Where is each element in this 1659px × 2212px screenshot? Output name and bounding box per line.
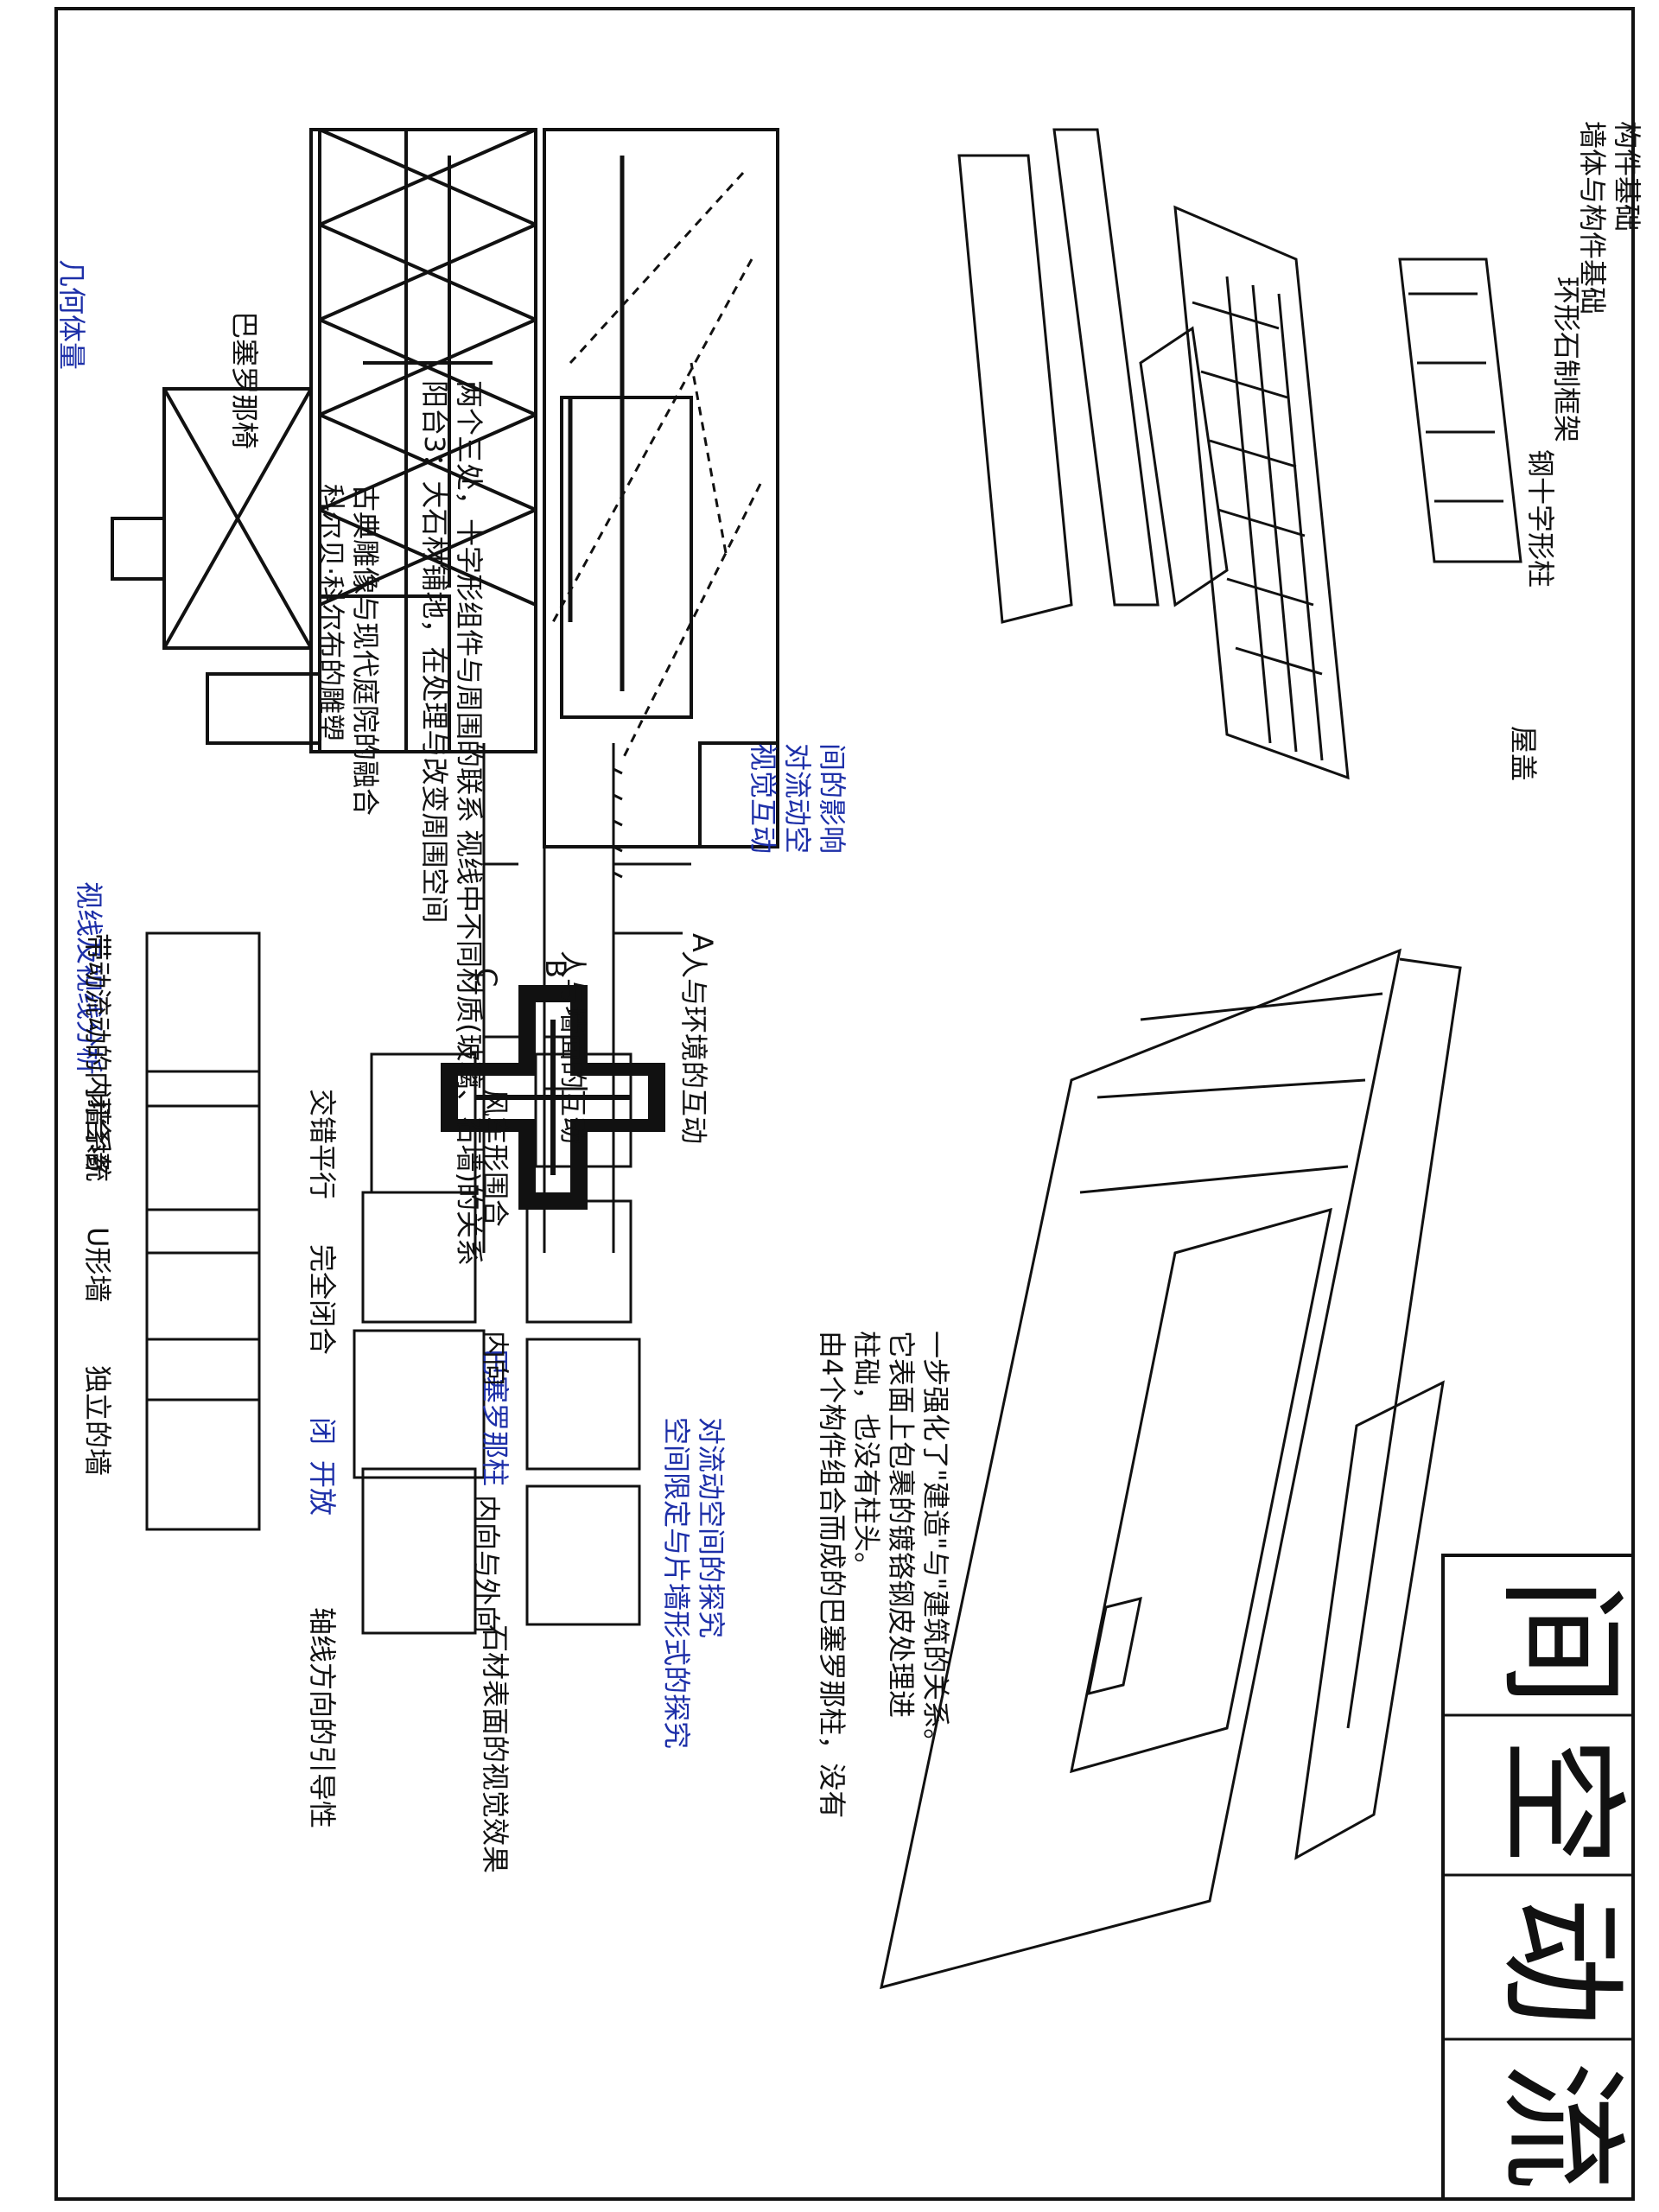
label-cross-staggered: 交错平行 bbox=[306, 1089, 339, 1200]
label-geometry: 几何体量 bbox=[55, 259, 88, 371]
label-open: 开放 bbox=[306, 1460, 339, 1516]
label-wall-flow: 带动流动的内墙系统 bbox=[81, 933, 114, 1183]
label-inward: 内向 bbox=[479, 1331, 512, 1387]
label-research-1: 空间限定与片墙形式的探究 bbox=[660, 1417, 693, 1750]
label-ground-wall-2: 构件基础 bbox=[1611, 121, 1643, 232]
label-stone-effect: 石材表面的视觉效果 bbox=[479, 1624, 512, 1874]
barcelona-column bbox=[441, 985, 665, 1210]
label-wall-independent: 独立的墙 bbox=[81, 1365, 114, 1477]
label-cross-columns: 钢十字形柱 bbox=[1524, 449, 1557, 588]
label-sight-box-2: 对流动空 bbox=[781, 743, 814, 855]
label-column-desc-1: 由4个构件组合而成的巴塞罗那柱，没有 bbox=[816, 1331, 849, 1819]
label-wall-u: U形墙 bbox=[81, 1227, 114, 1303]
title-char-4: 间 bbox=[1485, 1576, 1637, 1707]
sheet-border bbox=[54, 7, 1635, 2201]
label-sculpture-1: 科尔贝·科尔布的雕塑 bbox=[315, 484, 347, 742]
label-ground-wall: 墙体与构件基础 bbox=[1576, 121, 1609, 315]
label-chair: 巴塞罗那椅 bbox=[228, 311, 261, 450]
mark-a: A bbox=[686, 933, 719, 952]
geometry-plan bbox=[111, 128, 537, 753]
label-floor-2: 两个三处，十字形组件与周围的联系 bbox=[453, 380, 486, 823]
label-floor-1: 阳台3：大石材铺地，在处理与改变周围空间 bbox=[418, 380, 451, 924]
label-sight-box-1: 视觉互动 bbox=[747, 743, 779, 855]
label-sculpture-2: 古典雕像与现代庭院的融合 bbox=[349, 484, 382, 817]
wall-diagrams bbox=[145, 931, 641, 1635]
label-enclosure: 完全闭合 bbox=[306, 1244, 339, 1356]
label-roof: 屋盖 bbox=[1507, 726, 1540, 782]
label-axis: 轴线方向的引导性 bbox=[306, 1607, 339, 1829]
label-research-2: 对流动空间的探究 bbox=[695, 1417, 728, 1639]
label-sight-a: 人与环境的互动 bbox=[677, 950, 710, 1145]
sightline-plan bbox=[543, 128, 779, 849]
label-sight-b: 人与墙面的互动 bbox=[556, 950, 589, 1145]
title-char-3: 空 bbox=[1485, 1736, 1637, 1866]
sightline-diagrams bbox=[482, 743, 691, 1253]
label-column-desc-4: 一步强化了"建造"与"建筑的关系。 bbox=[919, 1331, 952, 1757]
label-inward-outward: 内向与外向 bbox=[470, 1495, 503, 1634]
label-closed: 闭 bbox=[306, 1417, 339, 1446]
title-box bbox=[1441, 1554, 1635, 2201]
title-char-1: 流 bbox=[1485, 2060, 1637, 2190]
label-column-desc-2: 柱础，也没有柱头。 bbox=[850, 1331, 883, 1580]
label-sight-box-3: 间的影响 bbox=[816, 743, 849, 855]
label-column-desc-3: 它表面上包裹的镀铬钢皮处理进 bbox=[885, 1331, 918, 1719]
label-pinwheel: 风车形围合 bbox=[479, 1089, 512, 1228]
perspective-sketch bbox=[880, 948, 1462, 1990]
title-char-2: 动 bbox=[1485, 1896, 1637, 2026]
exploded-axonometric bbox=[957, 128, 1522, 780]
